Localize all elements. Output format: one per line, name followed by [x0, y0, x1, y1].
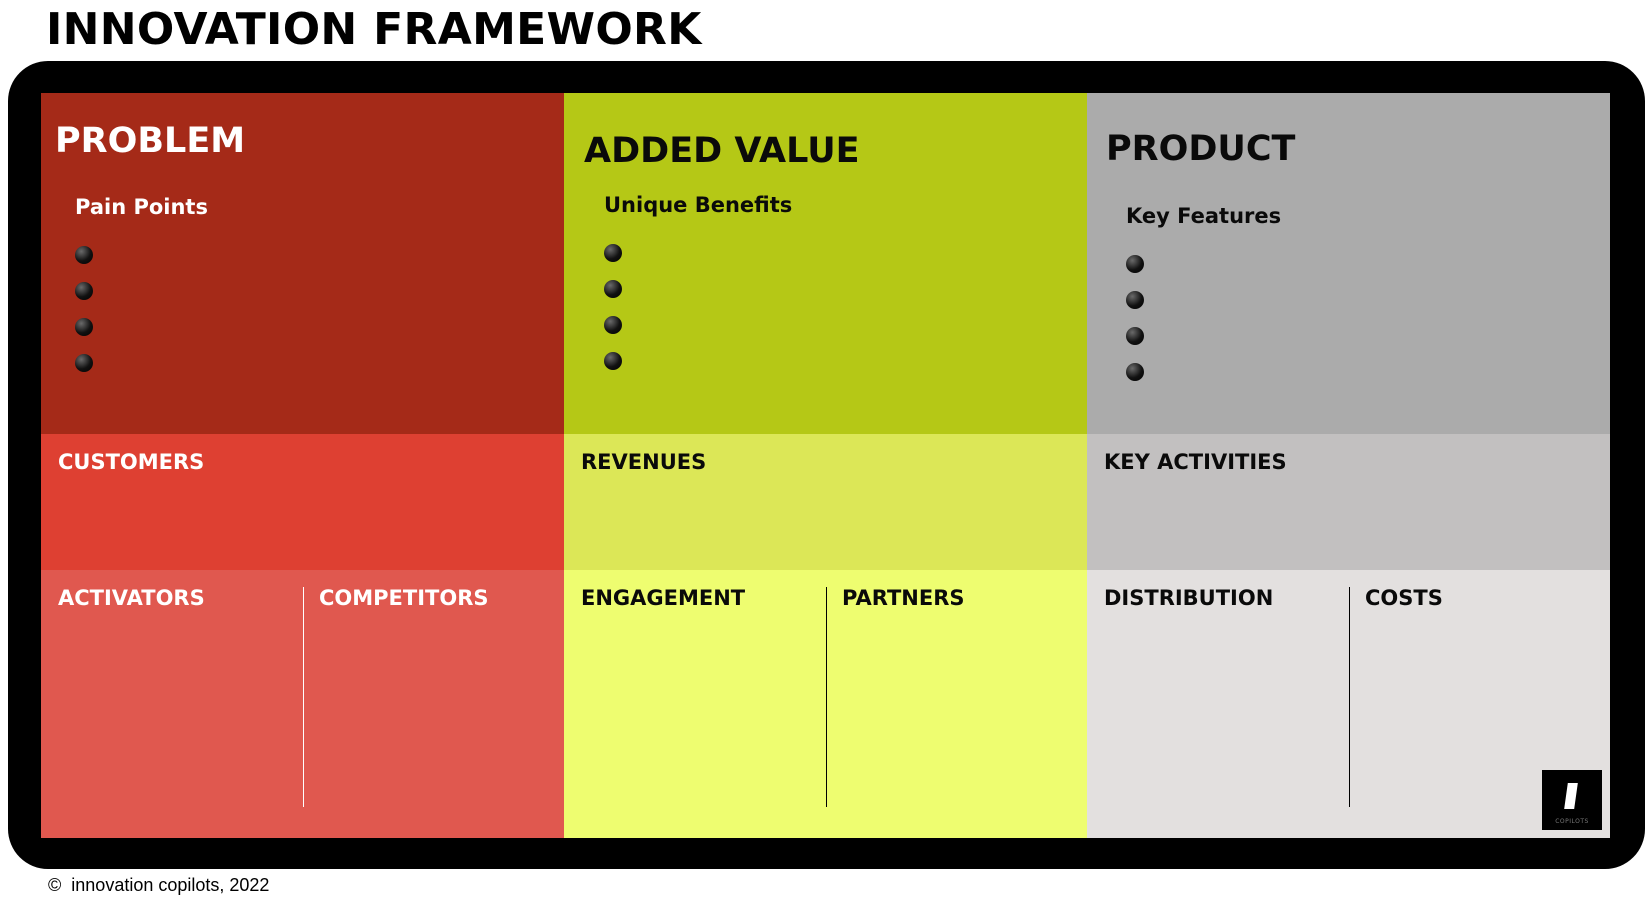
- competitors-label: COMPETITORS: [319, 586, 489, 610]
- framework-board: PROBLEM Pain Points CUSTOMERS ACTIVATORS…: [41, 93, 1610, 838]
- unique-benefits-subtitle: Unique Benefits: [604, 193, 793, 217]
- customers-cell: CUSTOMERS: [41, 434, 564, 570]
- costs-label: COSTS: [1365, 586, 1443, 610]
- customers-label: CUSTOMERS: [58, 450, 205, 474]
- product-section: PRODUCT Key Features: [1087, 93, 1610, 434]
- column-divider: [1349, 587, 1350, 807]
- activators-label: ACTIVATORS: [58, 586, 205, 610]
- added-value-section: ADDED VALUE Unique Benefits: [564, 93, 1087, 434]
- problem-section: PROBLEM Pain Points: [41, 93, 564, 434]
- column-divider: [303, 587, 304, 807]
- unique-benefits-list: [604, 244, 622, 388]
- distribution-label: DISTRIBUTION: [1104, 586, 1274, 610]
- revenues-label: REVENUES: [581, 450, 707, 474]
- key-features-list: [1126, 255, 1144, 399]
- bullet-icon: [1126, 255, 1144, 273]
- engagement-label: ENGAGEMENT: [581, 586, 746, 610]
- bullet-icon: [604, 352, 622, 370]
- bullet-icon: [75, 282, 93, 300]
- logo-wordmark: COPILOTS: [1555, 818, 1589, 825]
- bullet-icon: [75, 318, 93, 336]
- pain-points-list: [75, 246, 93, 390]
- bullet-icon: [604, 244, 622, 262]
- bullet-icon: [75, 354, 93, 372]
- logo-mark-icon: [1564, 783, 1578, 809]
- bullet-icon: [75, 246, 93, 264]
- revenues-cell: REVENUES: [564, 434, 1087, 570]
- copyright-symbol: ©: [48, 875, 62, 895]
- added-value-column: ADDED VALUE Unique Benefits REVENUES ENG…: [564, 93, 1087, 838]
- added-value-bottom-row: ENGAGEMENT PARTNERS: [564, 570, 1087, 838]
- key-activities-cell: KEY ACTIVITIES: [1087, 434, 1610, 570]
- bullet-icon: [1126, 291, 1144, 309]
- product-column: PRODUCT Key Features KEY ACTIVITIES DIST…: [1087, 93, 1610, 838]
- key-features-subtitle: Key Features: [1126, 204, 1282, 228]
- copilots-logo-icon: COPILOTS: [1542, 770, 1602, 830]
- copyright-footer: © innovation copilots, 2022: [48, 875, 269, 896]
- key-activities-label: KEY ACTIVITIES: [1104, 450, 1287, 474]
- problem-bottom-row: ACTIVATORS COMPETITORS: [41, 570, 564, 838]
- product-bottom-row: DISTRIBUTION COSTS: [1087, 570, 1610, 838]
- partners-label: PARTNERS: [842, 586, 965, 610]
- copyright-text: innovation copilots, 2022: [71, 875, 270, 895]
- problem-title: PROBLEM: [55, 121, 246, 161]
- column-divider: [826, 587, 827, 807]
- bullet-icon: [604, 280, 622, 298]
- pain-points-subtitle: Pain Points: [75, 195, 208, 219]
- problem-column: PROBLEM Pain Points CUSTOMERS ACTIVATORS…: [41, 93, 564, 838]
- page-title: INNOVATION FRAMEWORK: [46, 4, 702, 55]
- bullet-icon: [1126, 327, 1144, 345]
- bullet-icon: [604, 316, 622, 334]
- bullet-icon: [1126, 363, 1144, 381]
- product-title: PRODUCT: [1106, 129, 1296, 169]
- added-value-title: ADDED VALUE: [584, 131, 860, 171]
